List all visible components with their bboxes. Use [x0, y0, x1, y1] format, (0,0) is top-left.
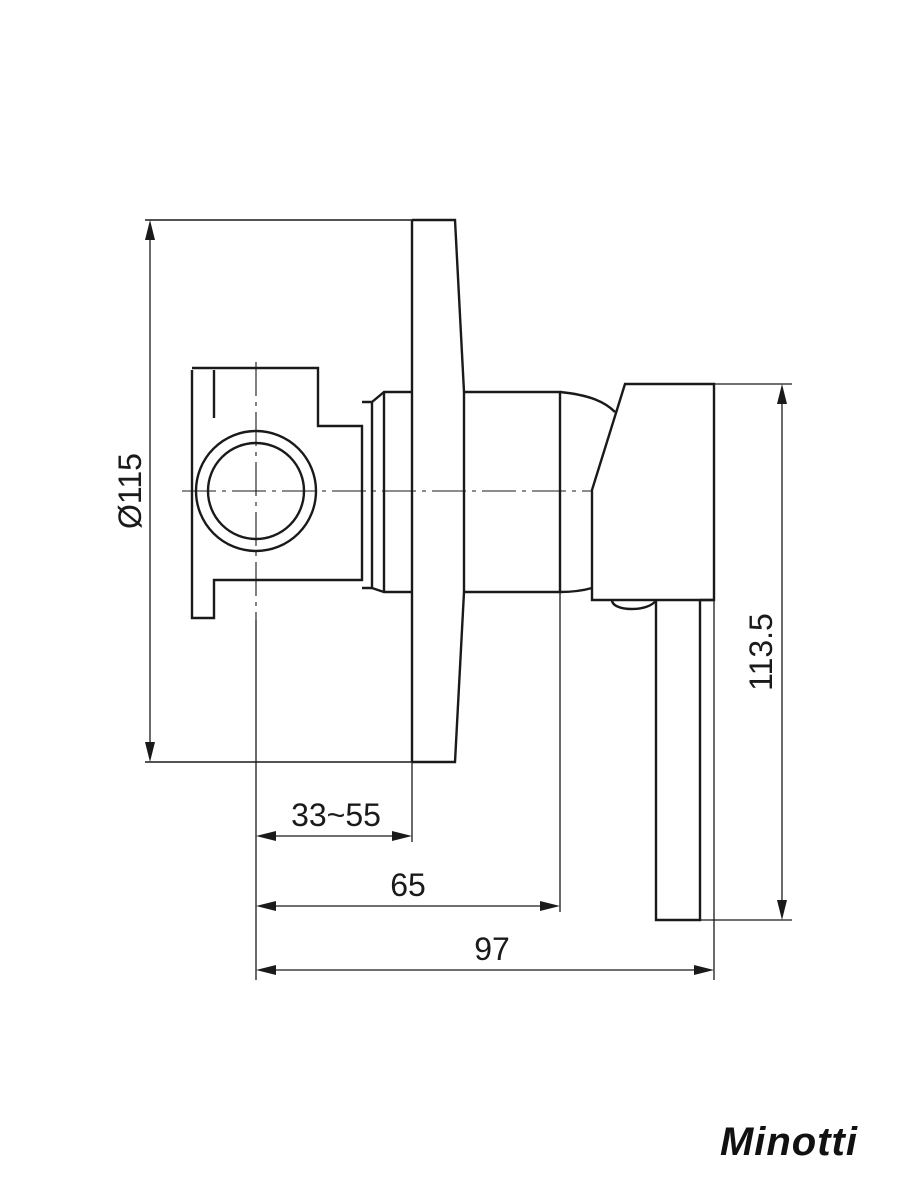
front-cylinder [464, 390, 616, 594]
body-depth-dimension-line [256, 901, 560, 911]
handle-height-dimension-line [700, 383, 792, 921]
total-depth-label: 97 [474, 931, 510, 967]
diameter-label: Ø115 [112, 453, 148, 529]
body-depth-label: 65 [390, 867, 426, 903]
escutcheon-plate [412, 218, 466, 764]
wall-depth-dimension-line [256, 831, 412, 841]
wall-depth-label: 33~55 [291, 797, 381, 833]
valve-body [190, 366, 412, 620]
brand-logo: Minotti [720, 1120, 858, 1164]
handle-lever [590, 382, 716, 922]
handle-height-label: 113.5 [743, 613, 779, 691]
total-depth-dimension-line [256, 965, 714, 975]
extension-lines [255, 592, 715, 980]
centre-lines [182, 362, 592, 620]
diameter-dimension-line [145, 220, 155, 762]
